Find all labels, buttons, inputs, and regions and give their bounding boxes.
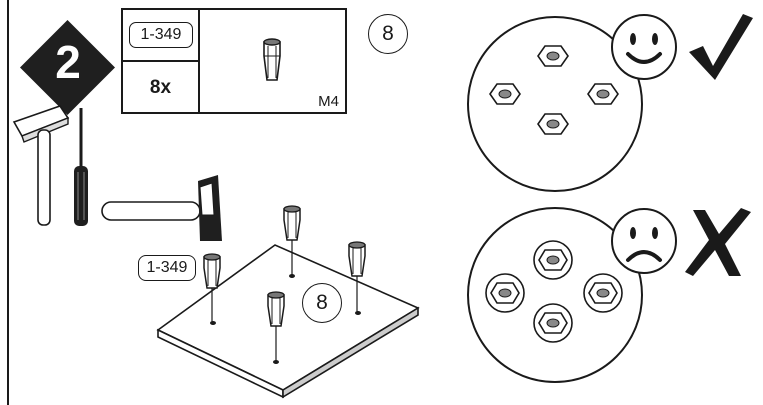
count-badge: 8 xyxy=(302,283,342,323)
table-divider xyxy=(198,10,200,112)
hammer-icon xyxy=(101,175,222,241)
step-diamond xyxy=(20,20,115,115)
insert-nut-icon xyxy=(263,38,281,81)
screwdriver-icon xyxy=(74,108,88,226)
page-left-border xyxy=(7,0,9,405)
parts-table: 1-349 8x M4 xyxy=(121,8,347,114)
insert-nut-icon xyxy=(348,241,366,312)
part-quantity: 8x xyxy=(149,77,172,98)
table-divider xyxy=(123,60,198,62)
count-badge: 8 xyxy=(368,14,408,54)
panel-board xyxy=(156,244,420,399)
insert-nut-icon xyxy=(203,253,221,322)
sad-face-icon xyxy=(611,208,677,274)
insert-nut-icon xyxy=(283,205,301,276)
correct-example-circle xyxy=(467,16,643,192)
part-code-label: 1-349 xyxy=(129,22,193,48)
check-mark-icon xyxy=(689,14,753,80)
part-code-tag: 1-349 xyxy=(138,255,196,281)
wrong-example-circle xyxy=(467,207,643,383)
hammer-icon xyxy=(12,105,70,226)
insert-nut-icon xyxy=(267,291,285,362)
smiley-face-icon xyxy=(611,14,677,80)
part-size: M4 xyxy=(318,93,339,110)
step-number: 2 xyxy=(55,36,81,88)
cross-mark-icon xyxy=(685,208,751,276)
